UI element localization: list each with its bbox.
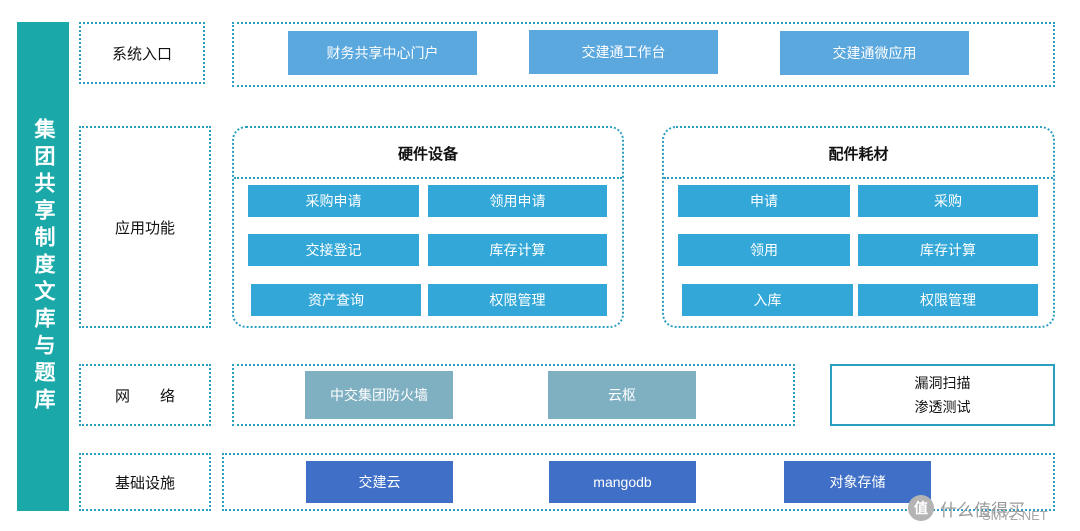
sidebar-title: 集团共享制度文库与题库 — [32, 118, 55, 415]
parts-panel-title: 配件耗材 — [828, 145, 889, 163]
infra-item-mangodb: mangodb — [549, 461, 696, 503]
hardware-item: 交接登记 — [248, 234, 419, 266]
network-container — [232, 364, 795, 426]
security-item: 渗透测试 — [914, 399, 971, 415]
hardware-item: 权限管理 — [428, 284, 607, 316]
hardware-divider — [234, 177, 622, 179]
hardware-item: 资产查询 — [251, 284, 421, 316]
hardware-item: 领用申请 — [428, 185, 607, 217]
row-label-app: 应用功能 — [79, 126, 211, 328]
parts-divider — [664, 177, 1053, 179]
parts-item: 采购 — [858, 185, 1038, 217]
parts-item: 入库 — [682, 284, 853, 316]
network-item-cloud: 云枢 — [548, 371, 696, 419]
security-box: 漏洞扫描 渗透测试 — [830, 364, 1055, 426]
parts-item: 权限管理 — [858, 284, 1038, 316]
hardware-panel — [232, 126, 624, 328]
parts-item: 库存计算 — [858, 234, 1038, 266]
sidebar-title-bar: 集团共享制度文库与题库 — [17, 22, 69, 511]
security-item: 漏洞扫描 — [914, 375, 971, 391]
network-item-firewall: 中交集团防火墙 — [305, 371, 453, 419]
infra-item-cloud: 交建云 — [306, 461, 453, 503]
row-label-infra: 基础设施 — [79, 453, 211, 511]
watermark-logo-icon: 值 — [908, 495, 934, 521]
infra-container — [222, 453, 1055, 511]
parts-panel — [662, 126, 1055, 328]
hardware-item: 采购申请 — [248, 185, 419, 217]
entry-item-portal: 财务共享中心门户 — [288, 31, 477, 75]
row-label-entry: 系统入口 — [79, 22, 205, 84]
hardware-item: 库存计算 — [428, 234, 607, 266]
watermark: 值 什么值得买 SMYZ.NET — [908, 488, 1076, 528]
watermark-text: 什么值得买 — [940, 500, 1025, 520]
entry-item-workbench: 交建通工作台 — [529, 30, 718, 74]
parts-item: 领用 — [678, 234, 850, 266]
parts-item: 申请 — [678, 185, 850, 217]
infra-item-storage: 对象存储 — [784, 461, 931, 503]
watermark-site: SMYZ.NET — [982, 508, 1048, 523]
hardware-panel-title: 硬件设备 — [397, 145, 458, 163]
row-label-network: 网 络 — [79, 364, 211, 426]
entry-container — [232, 22, 1055, 87]
entry-item-microapp: 交建通微应用 — [780, 31, 969, 75]
